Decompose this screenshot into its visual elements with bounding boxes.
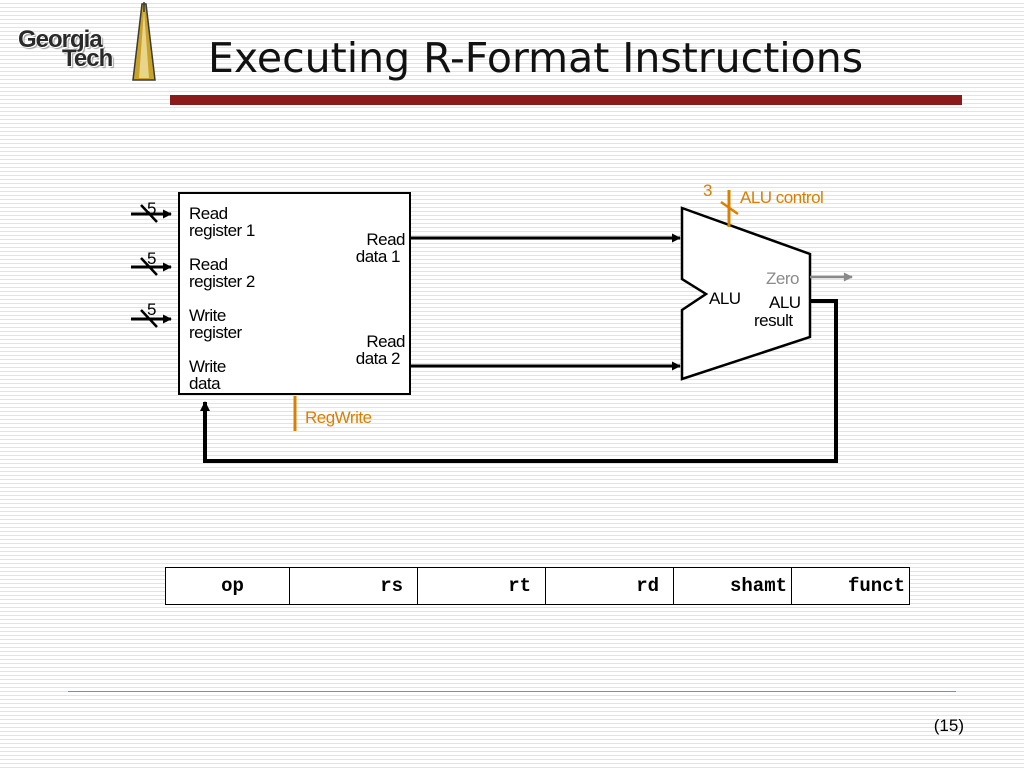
instruction-field-row: op rs rt rd shamt funct <box>165 567 910 605</box>
read-register-1-input-wire <box>131 204 172 223</box>
read-data-2-label-line1: Read <box>366 332 405 351</box>
read-register-1-label-line1: Read <box>189 204 228 223</box>
read-register-2-input-wire <box>131 257 172 276</box>
alu-result-label-line1: ALU <box>769 293 801 312</box>
alu-result-feedback-wire <box>200 299 838 463</box>
write-register-input-wire <box>131 309 172 328</box>
write-register-width-label: 5 <box>147 300 156 319</box>
alu-result-label-line2: result <box>754 311 793 330</box>
read-register-1-width-label: 5 <box>147 199 156 218</box>
alu-block <box>680 206 812 381</box>
field-op: op <box>165 567 290 605</box>
write-data-label-line1: Write <box>189 357 226 376</box>
alu-control-width-label: 3 <box>703 181 712 200</box>
page-number: (15) <box>933 716 964 735</box>
read-register-2-label-line1: Read <box>189 255 228 274</box>
r-format-instruction-fields: op rs rt rd shamt funct <box>165 567 910 605</box>
alu-control-width-slash <box>720 200 739 216</box>
title-underline <box>170 95 962 105</box>
alu-control-label: ALU control <box>740 188 823 207</box>
write-register-label-line2: register <box>189 323 243 342</box>
write-data-label-line2: data <box>189 374 221 393</box>
zero-label: Zero <box>766 269 799 288</box>
read-data-1-label-line1: Read <box>366 230 405 249</box>
write-register-label-line1: Write <box>189 306 226 325</box>
tech-tower-icon <box>132 2 156 81</box>
field-rt: rt <box>417 567 546 605</box>
regwrite-label: RegWrite <box>305 408 372 427</box>
field-rs: rs <box>289 567 418 605</box>
read-data-2-label-line2: data 2 <box>356 349 400 368</box>
read-register-1-label-line2: register 1 <box>189 221 255 240</box>
read-register-2-width-label: 5 <box>147 249 156 268</box>
footer-divider <box>68 691 956 692</box>
alu-label: ALU <box>709 289 741 308</box>
field-shamt: shamt <box>673 567 792 605</box>
slide-title: Executing R-Format Instructions <box>208 34 864 82</box>
field-rd: rd <box>545 567 674 605</box>
field-funct: funct <box>791 567 910 605</box>
read-register-2-label-line2: register 2 <box>189 272 255 291</box>
georgia-tech-logo: Georgia Tech <box>12 2 156 82</box>
register-file-block <box>178 192 411 395</box>
read-data-1-label-line2: data 1 <box>356 247 400 266</box>
logo-text-tech: Tech <box>62 45 113 72</box>
logo-text-georgia: Georgia <box>18 26 103 53</box>
